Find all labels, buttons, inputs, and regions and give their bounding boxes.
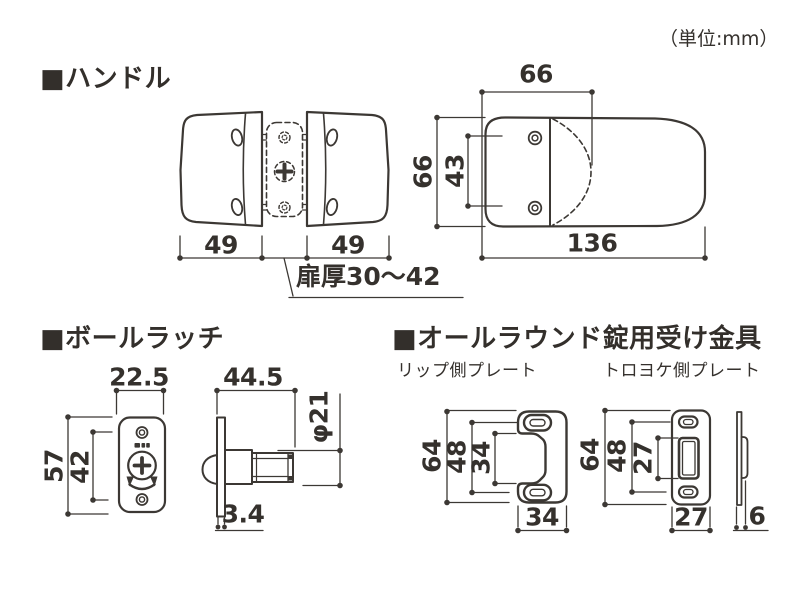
handle-side-view-drawing	[177, 110, 464, 299]
label-lip-plate: リップ側プレート	[397, 361, 537, 381]
dim-handle-screw-pitch: 43	[440, 154, 470, 188]
dim-lip-plate-height: 64	[417, 439, 447, 473]
section-title-handle: ■ハンドル	[40, 64, 172, 94]
ball-latch-side-drawing	[201, 387, 343, 532]
dim-handle-height: 66	[408, 155, 438, 189]
box-plate-drawing	[602, 407, 769, 534]
dim-box-plate-slot-height: 27	[628, 441, 658, 475]
latch-brand-marking	[126, 443, 158, 487]
dim-handle-left-grip-width: 49	[204, 230, 238, 260]
dim-lip-plate-width: 34	[525, 502, 559, 532]
section-title-strike-plates: ■オールラウンド錠用受け金具	[392, 324, 762, 354]
dim-lip-plate-notch-height: 34	[466, 441, 496, 475]
dim-handle-total-length: 136	[566, 228, 618, 258]
dim-latch-diameter: φ21	[304, 390, 334, 444]
dim-handle-right-grip-width: 49	[331, 230, 365, 260]
dim-latch-plate-width: 22.5	[109, 362, 169, 392]
lip-plate-drawing	[444, 408, 570, 534]
dim-latch-plate-height: 57	[39, 449, 69, 483]
dim-handle-front-width: 66	[519, 59, 553, 89]
dim-box-plate-width: 27	[674, 502, 708, 532]
label-box-plate: トロヨケ側プレート	[603, 361, 761, 381]
dim-latch-plate-thickness: 3.4	[221, 499, 265, 529]
handle-top-view-drawing	[434, 89, 708, 261]
note-door-thickness: 扉厚30〜42	[296, 262, 441, 291]
unit-note: （単位:mm）	[659, 28, 779, 50]
dim-latch-length: 44.5	[223, 362, 283, 392]
ball-latch-front-drawing	[65, 387, 167, 517]
dim-latch-screw-pitch: 42	[65, 450, 95, 484]
dim-box-plate-thickness: 6	[748, 501, 766, 531]
dim-box-plate-screw-pitch: 48	[602, 439, 632, 473]
section-title-ball-latch: ■ボールラッチ	[40, 324, 225, 354]
dim-box-plate-height: 64	[575, 438, 605, 472]
